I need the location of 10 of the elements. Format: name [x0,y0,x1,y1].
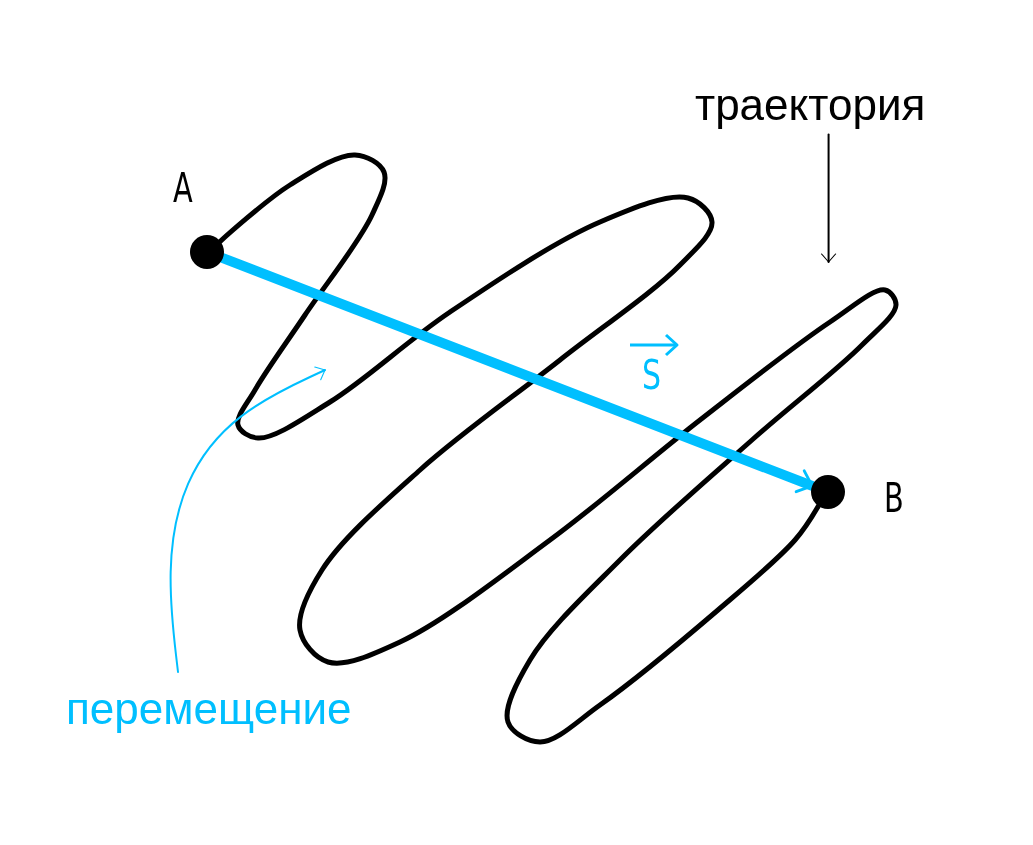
point-dot [190,235,224,269]
point-label: A [173,168,193,208]
term-label: траектория [695,80,926,130]
term-label: перемещение [66,684,352,734]
leader-arrow [169,366,326,673]
trajectory-curve [217,152,899,745]
point-dot [811,475,845,509]
point-label: B [884,478,904,518]
edge-label: S [642,355,662,395]
leader-arrow [821,133,837,263]
